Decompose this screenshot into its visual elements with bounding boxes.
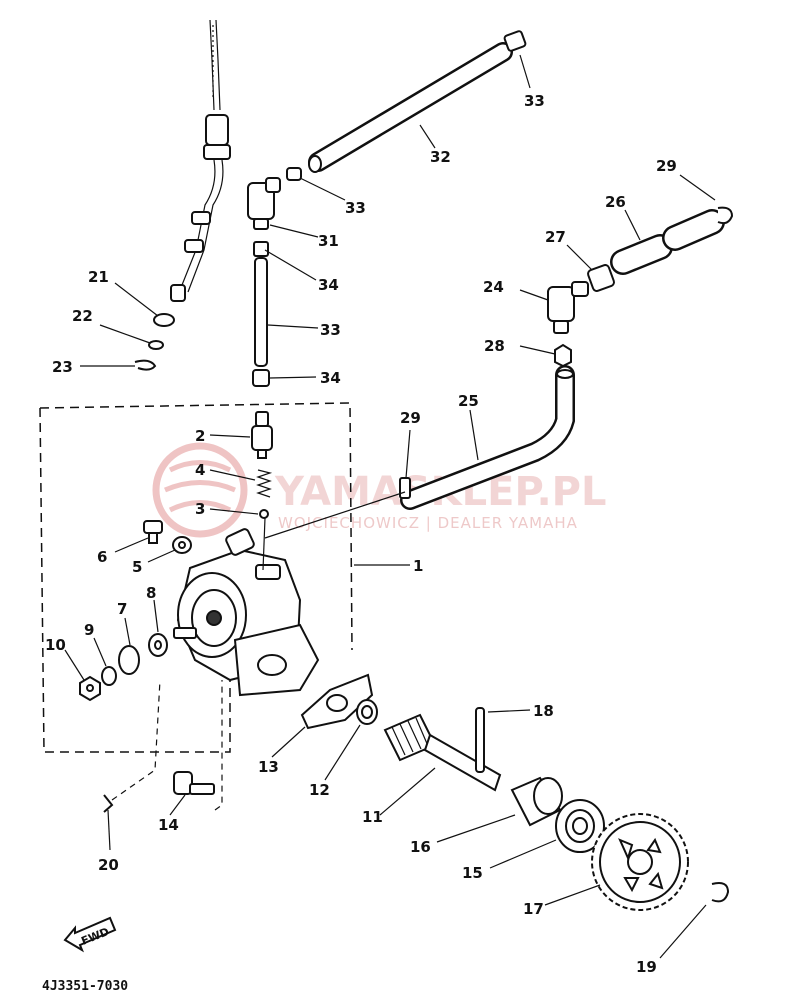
callout-26: 26 [605, 193, 626, 211]
callout-8: 8 [146, 584, 156, 602]
union-bolt-2 [251, 411, 273, 459]
bolt-14 [173, 771, 215, 795]
clamp-34-bottom [252, 369, 270, 387]
callout-29: 29 [400, 409, 421, 427]
callout-32: 33 [320, 321, 341, 339]
callout-28: 28 [484, 337, 505, 355]
callout-19: 19 [636, 958, 657, 976]
callout-30: 31 [318, 232, 339, 250]
spring-4 [256, 469, 273, 498]
callout-27: 27 [545, 228, 566, 246]
banjo-fitting-30 [247, 177, 281, 230]
callout-14: 14 [158, 816, 179, 834]
banjo-fitting-24 [547, 281, 589, 334]
gasket-13 [300, 673, 374, 730]
callout-29: 29 [656, 157, 677, 175]
callout-34: 34 [318, 276, 339, 294]
clip-20 [103, 794, 114, 813]
fitting-27 [587, 264, 615, 292]
callout-5: 5 [132, 558, 142, 576]
watermark-logo-icon [164, 460, 236, 513]
callout-16: 16 [410, 838, 431, 856]
callout-33: 33 [345, 199, 366, 217]
callout-34: 34 [320, 369, 341, 387]
pin-18 [475, 707, 485, 773]
fitting-33-top [503, 30, 527, 52]
washer-21 [153, 313, 175, 327]
callout-22: 22 [72, 307, 93, 325]
callout-3: 3 [195, 500, 205, 518]
drive-gear-17 [591, 813, 689, 911]
nut-10 [79, 675, 101, 702]
fitting-33-mid [286, 167, 302, 181]
callout-12: 12 [309, 781, 330, 799]
plate-7 [118, 645, 140, 675]
clip-29-top [717, 206, 734, 225]
callout-23: 23 [52, 358, 73, 376]
check-ball-3 [259, 509, 269, 519]
callout-4: 4 [195, 461, 205, 479]
hose-31 [308, 42, 513, 173]
callout-10: 10 [45, 636, 66, 654]
clip-22 [148, 340, 164, 350]
pump-assembly-boundary [39, 402, 353, 753]
hose-26 [610, 209, 725, 275]
bearing-15 [555, 799, 605, 853]
callout-18: 18 [533, 702, 554, 720]
callout-6: 6 [97, 548, 107, 566]
collar-16 [510, 776, 563, 827]
callout-20: 20 [98, 856, 119, 874]
watermark-logo-ring [152, 442, 248, 538]
clamp-28 [554, 343, 572, 368]
callout-1: 1 [413, 557, 423, 575]
callout-24: 24 [483, 278, 504, 296]
callout-7: 7 [117, 600, 127, 618]
callout-11: 11 [362, 808, 383, 826]
callout-33: 33 [524, 92, 545, 110]
hose-32 [254, 257, 268, 367]
hose-25 [400, 365, 575, 510]
diagram-part-code: 4J3351-7030 [42, 979, 128, 994]
callout-31: 32 [430, 148, 451, 166]
oil-pump-body [173, 528, 320, 697]
callout-21: 21 [88, 268, 109, 286]
screw-6 [143, 520, 163, 544]
o-ring-12 [356, 699, 378, 725]
clip-29-mid [399, 477, 411, 499]
spring-washer-9 [101, 666, 117, 686]
forward-arrow-icon: FWD [63, 916, 117, 953]
washer-5 [172, 536, 192, 554]
callout-9: 9 [84, 621, 94, 639]
circlip-19 [711, 882, 730, 903]
drive-shaft-11 [383, 713, 502, 792]
callout-25: 25 [458, 392, 479, 410]
callout-15: 15 [462, 864, 483, 882]
callout-17: 17 [523, 900, 544, 918]
callout-labels: 33 32 33 31 34 33 34 21 22 23 2 4 3 6 5 … [45, 92, 677, 976]
clip-23 [134, 359, 157, 371]
callout-2: 2 [195, 427, 205, 445]
watermark-tagline: WOJCIECHOWICZ | DEALER YAMAHA [278, 514, 578, 532]
leader-lines [64, 54, 716, 959]
washer-8 [148, 633, 168, 657]
throttle-cable [170, 19, 231, 302]
clamp-34-top [253, 241, 269, 257]
callout-13: 13 [258, 758, 279, 776]
